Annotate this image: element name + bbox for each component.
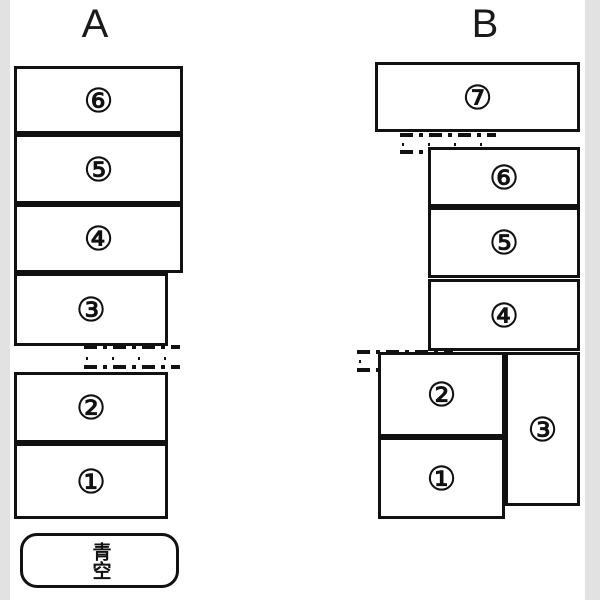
footer-box-a-text: 青空 (89, 541, 112, 580)
box-b-4: ④ (428, 279, 580, 351)
box-a-6: ⑥ (14, 66, 183, 134)
box-a-5: ⑤ (14, 134, 183, 204)
box-b-4-number: ④ (489, 295, 519, 335)
box-b-2: ② (378, 352, 505, 437)
box-b-7-number: ⑦ (462, 77, 493, 117)
chain-line-b-upper-mid (402, 143, 494, 146)
box-a-2: ② (14, 372, 168, 443)
chain-line-b-upper-top (400, 133, 496, 137)
box-a-1-number: ① (76, 461, 106, 501)
chain-line-a-top (84, 345, 180, 349)
column-label-b: B (471, 2, 499, 46)
box-a-4: ④ (14, 204, 183, 273)
box-a-3-number: ③ (76, 290, 106, 329)
box-b-1: ① (378, 437, 505, 519)
box-b-3-number: ③ (527, 409, 558, 449)
box-b-7: ⑦ (375, 62, 580, 132)
box-b-5-number: ⑤ (489, 223, 519, 262)
chain-line-a-mid (86, 357, 178, 360)
box-a-1: ① (14, 443, 168, 519)
box-b-2-number: ② (426, 375, 457, 414)
column-label-a: A (81, 2, 109, 46)
box-a-4-number: ④ (83, 219, 114, 258)
box-b-3: ③ (505, 352, 580, 506)
box-b-6: ⑥ (428, 147, 580, 207)
footer-box-a: 青空 (20, 533, 179, 588)
box-a-6-number: ⑥ (83, 80, 114, 120)
box-b-5: ⑤ (428, 207, 580, 278)
box-a-2-number: ② (76, 388, 106, 427)
box-a-5-number: ⑤ (83, 149, 114, 189)
box-a-3: ③ (14, 273, 168, 346)
box-b-6-number: ⑥ (489, 157, 519, 197)
box-b-1-number: ① (426, 458, 457, 498)
chain-line-a-bottom (84, 365, 180, 369)
